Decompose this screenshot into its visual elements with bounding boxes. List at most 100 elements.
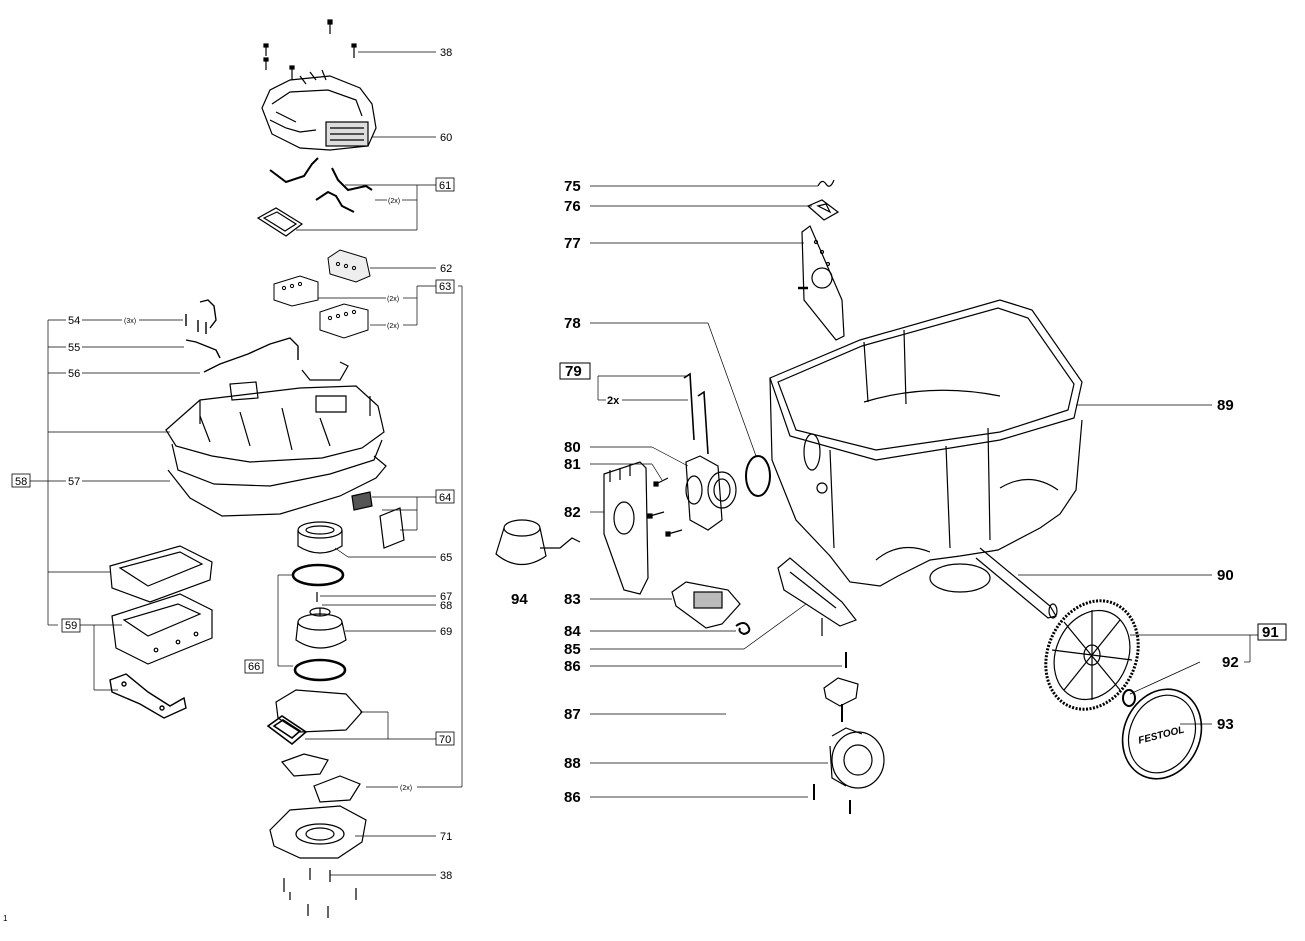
label-83: 83	[564, 591, 581, 608]
right-leader-lines	[590, 185, 1258, 798]
valve-80-icon	[685, 455, 737, 531]
label-94: 94	[511, 591, 528, 608]
box-61	[435, 177, 455, 192]
bracket-59-icon	[109, 673, 187, 719]
right-part-drawings	[495, 179, 1203, 814]
caster-mount-87-icon	[823, 677, 859, 722]
screws-38-top-icon	[263, 19, 357, 80]
label-65: 65	[440, 552, 452, 564]
hub-cap-93-icon	[1121, 688, 1203, 780]
label-76: 76	[564, 198, 581, 215]
label-38-bottom: 38	[440, 870, 452, 882]
label-79: 79	[565, 363, 582, 380]
filter-frame-59-icon	[111, 593, 213, 665]
latch-64-icon	[351, 491, 405, 549]
spring-84-icon	[735, 622, 751, 636]
screws-81-icon	[647, 477, 683, 537]
label-69: 69	[440, 626, 452, 638]
label-55: 55	[68, 342, 80, 354]
label-88: 88	[564, 755, 581, 772]
deflectors-63-icon	[280, 753, 361, 803]
label-64: 64	[439, 492, 451, 504]
label-89: 89	[1217, 397, 1234, 414]
label-54: 54	[68, 315, 80, 327]
label-84: 84	[564, 623, 581, 640]
housing-body-57-icon	[165, 361, 387, 517]
filter-cassette-icon	[109, 545, 213, 603]
box-58	[11, 473, 31, 488]
label-66: 66	[248, 661, 260, 673]
label-71: 71	[440, 831, 452, 843]
label-58: 58	[15, 476, 27, 488]
label-81: 81	[564, 456, 581, 473]
label-60: 60	[440, 132, 452, 144]
label-63: 63	[439, 281, 451, 293]
label-87: 87	[564, 706, 581, 723]
foam-blocks-62-63-icon	[273, 249, 371, 339]
left-quantity-notes: (2x) (2x) (2x) (3x) (2x)	[124, 198, 412, 792]
right-label-boxes	[559, 362, 1287, 641]
label-57: 57	[68, 476, 80, 488]
spring-75-icon	[817, 179, 835, 187]
caster-88-icon	[829, 727, 885, 789]
seal-66a-icon	[291, 563, 345, 587]
left-label-boxes	[11, 177, 455, 746]
label-93: 93	[1217, 716, 1234, 733]
box-63	[435, 279, 455, 294]
screws-38-bottom-icon	[283, 868, 357, 918]
qty-63a: (2x)	[387, 296, 399, 303]
wire-clips-61-icon	[269, 157, 373, 213]
springs-79-icon	[683, 372, 709, 455]
axle-90-icon	[975, 547, 1058, 619]
box-70	[435, 731, 455, 746]
label-92: 92	[1222, 654, 1239, 671]
cable-parts-54-55-56-icon	[185, 299, 299, 373]
page-number: 1	[3, 914, 8, 923]
ring-65-icon	[297, 521, 343, 554]
qty-63b: (2x)	[387, 323, 399, 330]
left-labels: 38 60 61 62 63 54 55 56 57 58 64 65 59 6…	[15, 47, 452, 882]
seal-66b-icon	[293, 658, 347, 682]
brand-logo-festool: FESTOOL	[1137, 725, 1185, 747]
plate-77-icon	[798, 225, 845, 341]
label-78: 78	[564, 315, 581, 332]
label-80: 80	[564, 439, 581, 456]
gaskets-70-icon	[266, 689, 363, 746]
left-leader-lines	[30, 51, 463, 876]
qty-61: (2x)	[388, 198, 400, 205]
motor-housing-60-icon	[261, 69, 377, 151]
gasket-61-icon	[256, 207, 304, 237]
box-91	[1257, 623, 1287, 641]
label-82: 82	[564, 504, 581, 521]
label-56: 56	[68, 368, 80, 380]
left-part-drawings	[109, 19, 405, 918]
clip-92-icon	[1122, 689, 1136, 707]
latch-83-icon	[671, 581, 741, 629]
latch-76-icon	[806, 199, 840, 221]
right-labels: 75 76 77 78 79 80 81 82 83 84 85 86 87 8…	[511, 178, 1279, 806]
panel-82-icon	[603, 461, 649, 595]
qty-54: (3x)	[124, 318, 136, 325]
base-71-icon	[269, 805, 367, 859]
box-64	[435, 489, 455, 504]
label-86-top: 86	[564, 658, 581, 675]
label-67: 67	[440, 591, 452, 603]
wheel-91-icon	[1044, 599, 1140, 711]
box-79	[559, 362, 591, 380]
container-89-icon	[769, 299, 1083, 593]
label-75: 75	[564, 178, 581, 195]
label-38-top: 38	[440, 47, 452, 59]
label-62: 62	[440, 263, 452, 275]
label-77: 77	[564, 235, 581, 252]
qty-79: 2x	[607, 395, 620, 407]
label-70: 70	[439, 734, 451, 746]
label-59: 59	[65, 620, 77, 632]
label-61: 61	[439, 180, 451, 192]
label-91: 91	[1262, 624, 1279, 641]
box-66	[244, 659, 264, 674]
label-68: 68	[440, 600, 452, 612]
label-90: 90	[1217, 567, 1234, 584]
hose-connector-94-icon	[495, 519, 581, 566]
qty-63c: (2x)	[400, 785, 412, 792]
